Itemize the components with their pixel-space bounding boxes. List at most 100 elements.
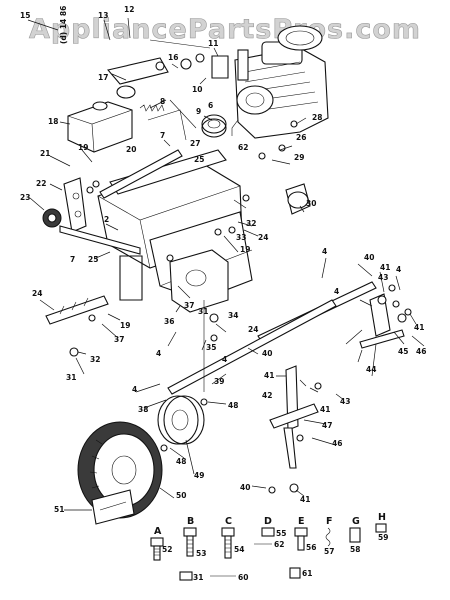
- hardware-number-53: 53: [196, 549, 206, 558]
- leader-lines: [27, 17, 425, 511]
- hardware-number-52: 52: [162, 545, 172, 554]
- callout-50: 50: [176, 491, 186, 500]
- hardware-number-55: 55: [276, 529, 286, 538]
- callout-4-c: 4: [132, 385, 137, 394]
- callout-26: 26: [296, 133, 306, 142]
- callout-17: 17: [98, 73, 108, 82]
- hardware-letter-a: A: [154, 526, 162, 537]
- callout-15: 15: [20, 11, 30, 20]
- rod-9: [169, 99, 197, 129]
- callout-25: 25: [194, 155, 204, 164]
- callout-24-c: 24: [248, 325, 258, 334]
- callout-37-a: 37: [114, 335, 124, 344]
- housing-30: [285, 183, 311, 215]
- callout-25-b: 25: [88, 255, 98, 264]
- fuel-tank-18: [67, 101, 133, 153]
- pulley-49: [157, 395, 205, 445]
- spring-8: [139, 104, 165, 112]
- callout-44: 44: [366, 365, 376, 374]
- hardware-number-59: 59: [378, 533, 388, 542]
- bolt-a-icon: [150, 537, 164, 561]
- callout-49: 49: [194, 471, 204, 480]
- callout-41-b: 41: [320, 405, 330, 414]
- hardware-number-56: 56: [306, 543, 316, 552]
- bracket-22: [63, 177, 87, 233]
- callout-47: 47: [322, 421, 332, 430]
- hardware-number-58: 58: [350, 545, 360, 554]
- hardware-letter-f: F: [326, 516, 333, 527]
- callout-22: 22: [36, 179, 46, 188]
- callout-4-d: 4: [322, 247, 327, 256]
- stamp-text: (d) 14 86: [59, 6, 68, 44]
- bolt-b-icon: [183, 527, 197, 557]
- pulley-6: [201, 114, 227, 138]
- callout-10: 10: [192, 85, 202, 94]
- callout-45: 45: [398, 347, 408, 356]
- callout-7-b: 7: [70, 255, 75, 264]
- lever-24: [45, 295, 109, 325]
- hardware-number-54: 54: [234, 545, 244, 554]
- callout-32-b: 32: [90, 355, 100, 364]
- callout-33: 33: [236, 233, 246, 242]
- bracket-51: [91, 489, 135, 525]
- callout-41-c: 41: [300, 495, 310, 504]
- callout-31-b: 31: [198, 307, 208, 316]
- callout-24-a: 24: [258, 233, 268, 242]
- callout-37-b: 37: [184, 301, 194, 310]
- drive-rod-39: [167, 299, 337, 395]
- nut-d-icon: [261, 527, 275, 537]
- callout-8: 8: [160, 97, 165, 106]
- control-arm-7: [147, 109, 187, 141]
- callout-40-a: 40: [262, 349, 272, 358]
- hardware-number-31: 31: [193, 573, 203, 582]
- callout-35: 35: [206, 343, 216, 352]
- callout-43-a: 43: [340, 397, 350, 406]
- callout-42: 42: [262, 391, 272, 400]
- callout-20: 20: [126, 145, 136, 154]
- star-wheel-23: [42, 208, 62, 228]
- callout-18: 18: [48, 117, 58, 126]
- nut-h-icon: [375, 523, 387, 533]
- nut-g-icon: [349, 527, 361, 543]
- hardware-letter-c: C: [225, 516, 232, 527]
- callout-19-a: 19: [78, 143, 88, 152]
- hardware-letter-e: E: [298, 516, 305, 527]
- callout-6: 6: [208, 101, 213, 110]
- callout-46-b: 46: [416, 347, 426, 356]
- callout-7: 7: [160, 131, 165, 140]
- callout-21: 21: [40, 149, 50, 158]
- callout-11: 11: [208, 39, 218, 48]
- callout-51: 51: [54, 505, 64, 514]
- callout-41-a: 41: [264, 371, 274, 380]
- hardware-number-62: 62: [274, 540, 284, 549]
- hardware-letter-h: H: [378, 512, 386, 523]
- callout-19-b: 19: [240, 245, 250, 254]
- callout-16: 16: [168, 53, 178, 62]
- callout-36: 36: [164, 317, 174, 326]
- callout-28: 28: [312, 113, 322, 122]
- callout-62: 62: [238, 143, 248, 152]
- callout-32-a: 32: [246, 219, 256, 228]
- spring-f-icon: [325, 527, 331, 547]
- rod-2-block: [119, 255, 143, 301]
- hardware-letter-d: D: [264, 516, 272, 527]
- callout-40-c: 40: [364, 253, 374, 262]
- callout-29: 29: [294, 153, 304, 162]
- callout-34: 34: [228, 311, 238, 320]
- callout-46-a: 46: [332, 439, 342, 448]
- callout-2: 2: [104, 215, 109, 224]
- callout-27: 27: [190, 139, 200, 148]
- gearbox-37: [169, 249, 229, 313]
- hardware-number-61: 61: [302, 569, 312, 578]
- lever-47: [269, 365, 319, 469]
- callout-4-b: 4: [222, 355, 227, 364]
- callout-41-e: 41: [414, 323, 424, 332]
- callout-31-a: 31: [66, 373, 76, 382]
- callout-19-c: 19: [120, 321, 130, 330]
- callout-38: 38: [138, 405, 148, 414]
- fitting-61-icon: [289, 567, 301, 579]
- hardware-letter-g: G: [352, 516, 360, 527]
- rod-20: [99, 149, 183, 199]
